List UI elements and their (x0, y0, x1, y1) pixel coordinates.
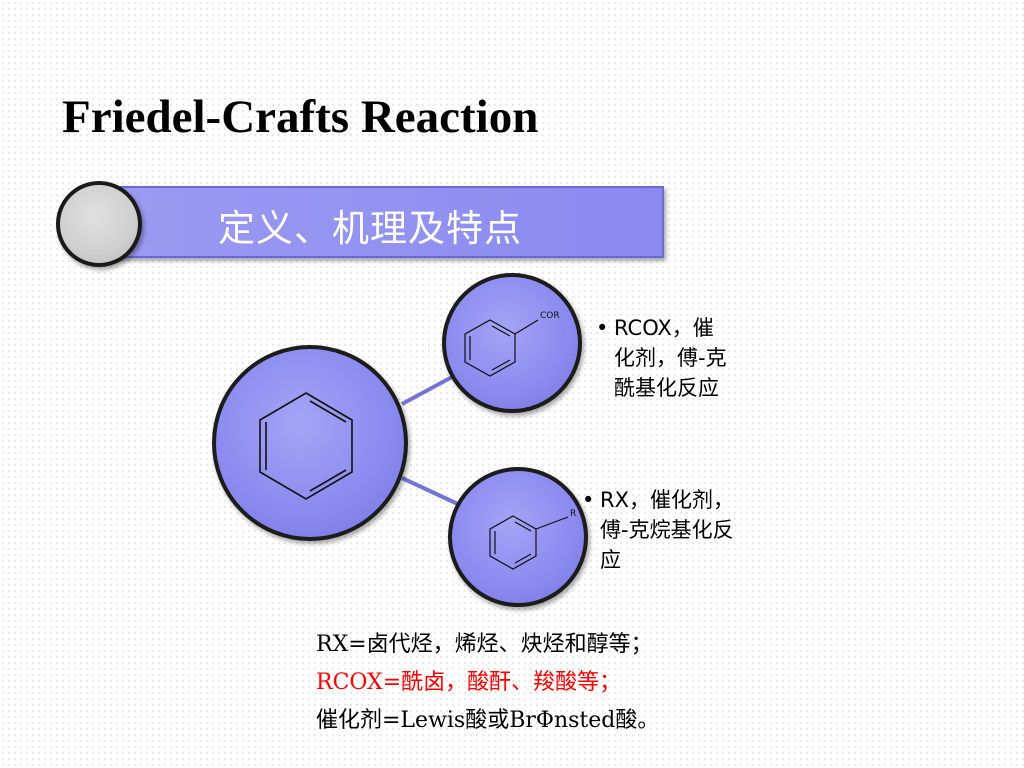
benzene-ring-icon (259, 392, 353, 500)
connector-bottom (401, 476, 461, 507)
definition-catalyst: 催化剂=Lewis酸或BrΦnsted酸。 (316, 708, 660, 733)
section-label: 定义、机理及特点 (218, 207, 522, 250)
alkylation-bullet: • RX，催化剂， 傅-克烷基化反 应 (582, 485, 734, 575)
bullet-dot-icon: • (582, 488, 595, 512)
acylbenzene-ring-icon (464, 319, 539, 377)
alkylbenzene-node: R (448, 467, 588, 607)
slide-title: Friedel-Crafts Reaction (62, 91, 539, 143)
bullet-dot-icon: • (596, 316, 609, 340)
acylbenzene-node: COR (442, 273, 582, 413)
alkylation-line-2: 傅-克烷基化反 (600, 518, 734, 542)
banner-circle-icon (56, 181, 142, 267)
acylation-line-1: RCOX，催 (614, 316, 714, 340)
definition-rcox: RCOX=酰卤，酸酐、羧酸等； (316, 670, 622, 695)
definition-rx: RX=卤代烃，烯烃、炔烃和醇等； (316, 632, 653, 657)
alkylation-line-1: RX，催化剂， (600, 488, 734, 512)
acylation-line-2: 化剂，傅-克 (614, 346, 727, 370)
r-label: R (570, 509, 576, 519)
acylation-bullet: • RCOX，催 化剂，傅-克 酰基化反应 (596, 313, 727, 403)
benzene-node (212, 345, 408, 541)
alkylbenzene-ring-icon (489, 515, 569, 570)
section-banner: 定义、机理及特点 (98, 186, 664, 258)
cor-label: COR (540, 311, 560, 321)
definitions-block: RX=卤代烃，烯烃、炔烃和醇等； RCOX=酰卤，酸酐、羧酸等； 催化剂=Lew… (316, 626, 659, 740)
alkylation-line-3: 应 (600, 548, 621, 572)
acylation-line-3: 酰基化反应 (614, 376, 719, 400)
connector-top (401, 375, 453, 406)
